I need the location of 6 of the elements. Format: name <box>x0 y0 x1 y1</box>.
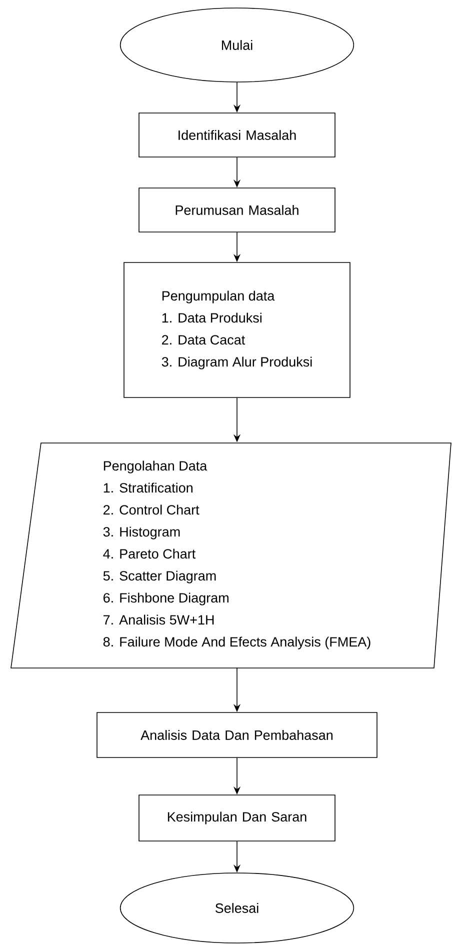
data-parallelogram: Pengolahan Data 1. Stratification 2. Control Chart 3. Histogram 4. Pareto Chart 5. Scatter Diagram 6. Fishbone Diagram 7. Analisis 5W+1H 8. Failure Mode And Efects Analysis (FMEA) <box>10 442 452 668</box>
process-box: Analisis Data Dan Pembahasan <box>96 712 378 758</box>
process-box: Perumusan Masalah <box>138 188 336 232</box>
process-box: Identifikasi Masalah <box>138 112 336 158</box>
process-box: Pengumpulan data 1. Data Produksi 2. Data Cacat 3. Diagram Alur Produksi <box>124 262 350 398</box>
process-box: Kesimpulan Dan Saran <box>138 794 336 842</box>
